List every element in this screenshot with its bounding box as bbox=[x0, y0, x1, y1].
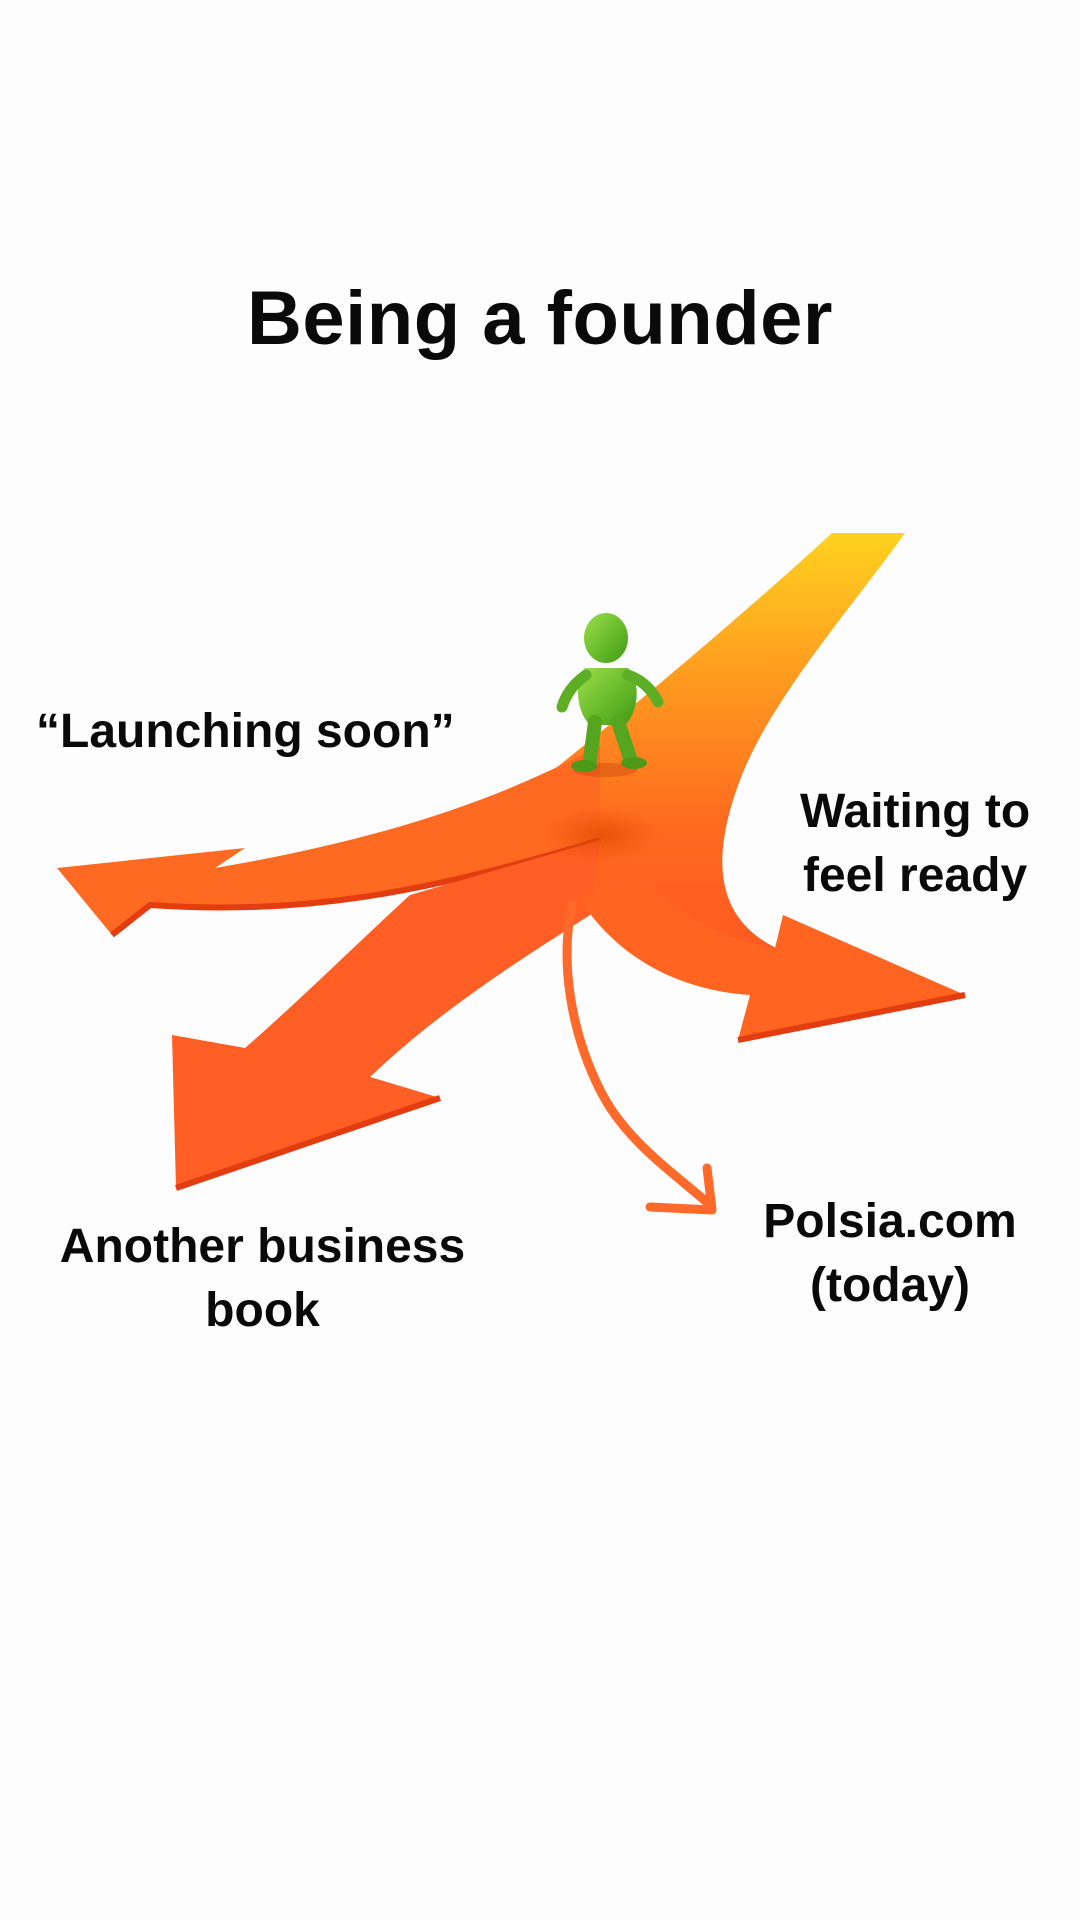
green-figure-icon bbox=[556, 613, 664, 777]
down-left-arrow bbox=[172, 840, 600, 1188]
label-waiting-to-feel-ready: Waiting to feel ready bbox=[800, 780, 1030, 908]
label-waiting-line2: feel ready bbox=[803, 849, 1028, 902]
label-polsia-line2: (today) bbox=[810, 1259, 970, 1312]
label-book-line2: book bbox=[205, 1284, 320, 1337]
label-polsia-line1: Polsia.com bbox=[763, 1195, 1017, 1248]
label-launching-soon: “Launching soon” bbox=[36, 700, 455, 764]
hand-drawn-arrow-head bbox=[645, 1163, 717, 1215]
label-launching-text: “Launching soon” bbox=[36, 705, 455, 758]
junction-shadow bbox=[540, 807, 660, 863]
hand-drawn-arrow bbox=[562, 900, 715, 1210]
down-left-arrow-edge bbox=[175, 1095, 441, 1191]
label-book-line1: Another business bbox=[59, 1220, 466, 1273]
right-arrow-edge bbox=[737, 992, 966, 1043]
label-another-business-book: Another business book bbox=[50, 1215, 475, 1343]
right-arrow bbox=[580, 870, 965, 1040]
page-title: Being a founder bbox=[247, 276, 833, 361]
left-arrow bbox=[57, 745, 600, 935]
label-polsia: Polsia.com (today) bbox=[755, 1190, 1025, 1318]
label-waiting-line1: Waiting to bbox=[800, 785, 1031, 838]
